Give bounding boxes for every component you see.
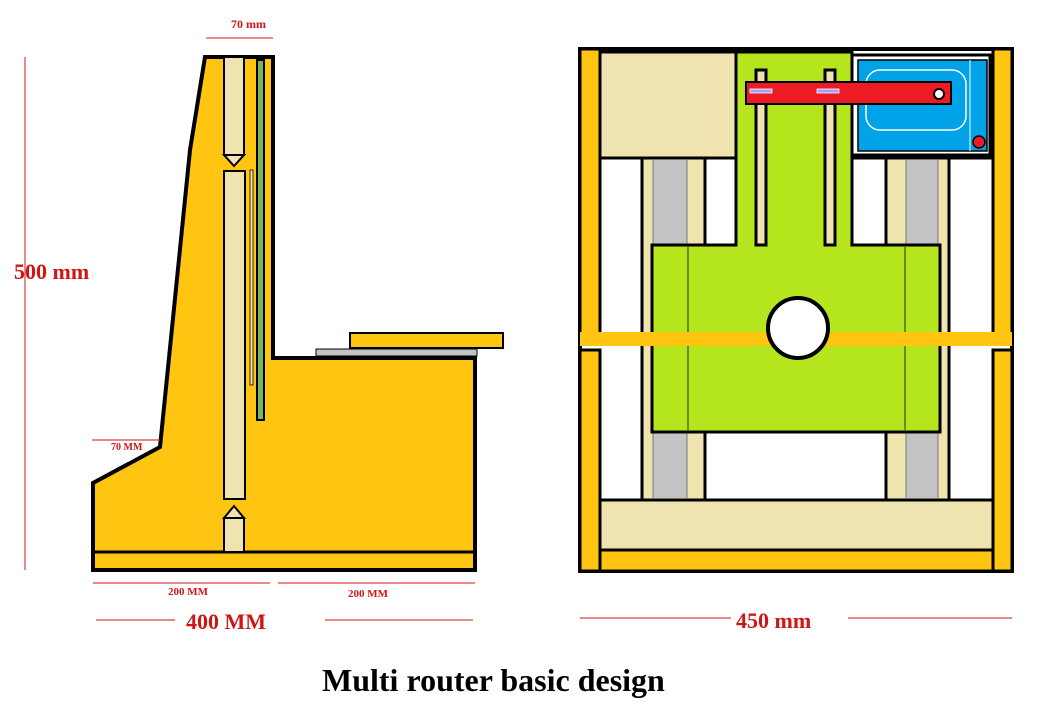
front-red-arm-mark-2	[816, 88, 840, 94]
side-view	[91, 55, 504, 572]
front-slot-left	[754, 68, 768, 247]
label-top-width: 70 mm	[231, 17, 266, 31]
front-spindle-hole	[766, 296, 830, 360]
side-thin-rod	[249, 169, 254, 386]
front-right-post-bottom	[991, 348, 1014, 573]
front-red-arm-pivot	[933, 88, 945, 100]
label-front-width: 450 mm	[736, 608, 811, 633]
front-motor-red-dot	[972, 135, 986, 149]
front-red-arm-mark-1	[749, 88, 773, 94]
side-gray-strip	[315, 348, 478, 357]
side-rod-top	[223, 56, 245, 156]
label-right-base: 200 MM	[348, 588, 389, 600]
label-height: 500 mm	[14, 259, 89, 284]
front-right-post-top	[991, 47, 1014, 336]
front-base-cream	[598, 498, 995, 552]
page-title: Multi router basic design	[322, 662, 665, 698]
front-red-arm	[745, 81, 952, 105]
side-body	[91, 55, 477, 572]
label-total-depth: 400 MM	[186, 609, 266, 634]
front-base-strip	[598, 548, 995, 573]
side-top-plate	[349, 332, 504, 349]
side-rod-bottom	[223, 517, 245, 553]
front-left-post-top	[578, 47, 602, 336]
side-green-rail	[256, 59, 265, 421]
side-rod-top-tip	[221, 154, 247, 168]
front-slot-right	[823, 68, 837, 247]
front-motor-box	[857, 59, 988, 152]
side-rod-middle	[223, 170, 246, 500]
front-top-left-box	[598, 50, 738, 160]
label-step-offset: 70 MM	[111, 442, 143, 453]
label-left-base: 200 MM	[168, 586, 209, 598]
front-left-post-bottom	[578, 348, 602, 573]
front-view	[578, 47, 1014, 573]
dimension-lines	[24, 37, 1012, 621]
